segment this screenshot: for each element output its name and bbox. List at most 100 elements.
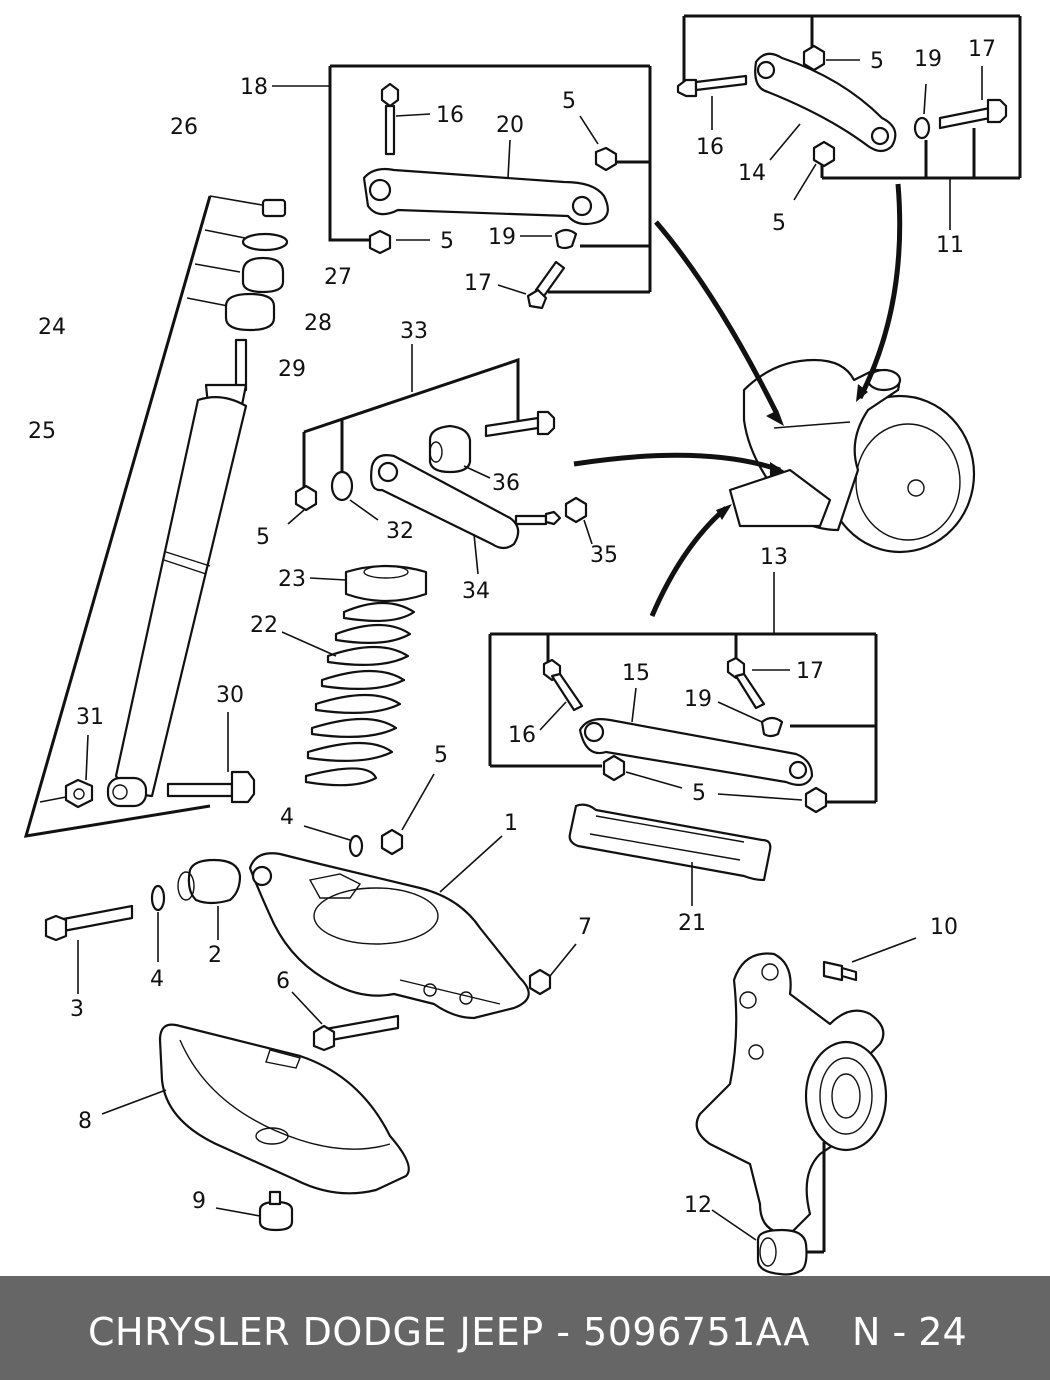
bushing-2 xyxy=(187,858,242,905)
nut-5-lower xyxy=(368,229,392,255)
label-9: 9 xyxy=(192,1189,206,1214)
label-19-box18: 19 xyxy=(488,225,516,250)
nut-5-box13-left xyxy=(602,754,626,782)
label-5-box13: 5 xyxy=(692,781,706,806)
label-28: 28 xyxy=(304,311,332,336)
arrows xyxy=(573,183,903,617)
label-5-box11-top: 5 xyxy=(870,49,884,74)
label-1: 1 xyxy=(504,811,518,836)
suspension-diagram: 1 2 3 4 4 5 6 7 8 9 10 11 12 13 14 15 16… xyxy=(23,14,1022,1276)
label-24: 24 xyxy=(38,315,66,340)
label-7: 7 xyxy=(578,915,592,940)
label-6: 6 xyxy=(276,969,290,994)
label-34: 34 xyxy=(462,579,490,604)
nut-5-arm xyxy=(380,828,404,856)
bolt-16-upper-head xyxy=(676,78,698,98)
label-25: 25 xyxy=(28,419,56,444)
bolt-17-upper-shank xyxy=(938,106,992,130)
label-5-arm: 5 xyxy=(434,743,448,768)
footer-page-number: N - 24 xyxy=(852,1310,967,1354)
callout-labels: 1 2 3 4 4 5 6 7 8 9 10 11 12 13 14 15 16… xyxy=(28,37,996,1218)
label-5-box33: 5 xyxy=(256,525,270,550)
nut-31 xyxy=(64,778,94,809)
label-16-box11: 16 xyxy=(696,135,724,160)
control-link-20 xyxy=(362,167,609,226)
washer-32 xyxy=(330,470,354,502)
label-35: 35 xyxy=(590,543,618,568)
label-14: 14 xyxy=(738,161,766,186)
control-link-15 xyxy=(578,718,814,787)
nut-7 xyxy=(528,968,552,996)
nut-5-box13-right xyxy=(804,786,828,814)
nut-5-box33 xyxy=(294,484,318,512)
label-11: 11 xyxy=(936,233,964,258)
label-29: 29 xyxy=(278,357,306,382)
label-36: 36 xyxy=(492,471,520,496)
lower-arm-group xyxy=(44,773,577,1052)
label-30: 30 xyxy=(216,683,244,708)
label-32: 32 xyxy=(386,519,414,544)
lower-control-arm-1 xyxy=(248,852,530,1020)
label-17-box18: 17 xyxy=(464,271,492,296)
control-link-14 xyxy=(754,52,897,153)
label-12: 12 xyxy=(684,1193,712,1218)
bolt-36-shank xyxy=(484,416,540,438)
label-19-box11: 19 xyxy=(914,47,942,72)
bolt-6-head xyxy=(312,1024,336,1052)
label-15: 15 xyxy=(622,661,650,686)
wheel-bearing-hub xyxy=(804,1040,888,1152)
bushing-36 xyxy=(428,424,472,474)
coil-spring-22 xyxy=(304,602,416,787)
label-26: 26 xyxy=(170,115,198,140)
bolt-30-shank xyxy=(166,782,234,798)
plug-9 xyxy=(258,1200,294,1232)
washer-19-lower xyxy=(760,716,784,738)
bushing-29 xyxy=(224,292,276,332)
label-33: 33 xyxy=(400,319,428,344)
nut-5-box11-top xyxy=(802,44,826,72)
control-link-34 xyxy=(370,454,520,550)
link-15-group xyxy=(488,572,878,814)
shock-absorber-group xyxy=(23,195,289,838)
label-2: 2 xyxy=(208,943,222,968)
bolt-30-head xyxy=(230,770,256,804)
nut-35 xyxy=(564,496,588,524)
link-14-group xyxy=(676,14,1022,230)
label-23: 23 xyxy=(278,567,306,592)
label-16-box13: 16 xyxy=(508,723,536,748)
label-21: 21 xyxy=(678,911,706,936)
bolt-16-upper-shank xyxy=(694,74,748,92)
nut-26 xyxy=(261,198,287,218)
bushing-28 xyxy=(241,256,285,294)
label-5-box18-lower: 5 xyxy=(440,229,454,254)
tie-bar-21 xyxy=(568,803,772,906)
washer-19-box11 xyxy=(913,116,931,140)
label-4-right: 4 xyxy=(280,805,294,830)
label-17-box11: 17 xyxy=(968,37,996,62)
coil-spring-group xyxy=(281,564,428,787)
link-20-group xyxy=(272,64,652,310)
label-22: 22 xyxy=(250,613,278,638)
washer-27 xyxy=(241,232,289,252)
bushing-12 xyxy=(756,1228,808,1276)
bolt-3-shank xyxy=(56,904,134,934)
bolt-3-head xyxy=(44,914,68,942)
washer-19 xyxy=(554,228,578,250)
bolt-17-lower-shank xyxy=(734,672,766,710)
bolt-16-shank xyxy=(384,104,396,156)
label-3: 3 xyxy=(70,997,84,1022)
nut-5-top xyxy=(594,146,618,172)
bolt-16-lower-shank xyxy=(550,672,584,712)
bolt-16-head xyxy=(380,82,400,108)
nut-5-box11-lower xyxy=(812,140,836,168)
washer-4-right xyxy=(348,834,364,858)
label-4-left: 4 xyxy=(150,967,164,992)
footer-brand-part-number: CHRYSLER DODGE JEEP - 5096751AA xyxy=(88,1310,810,1354)
label-27: 27 xyxy=(324,265,352,290)
bolt-17-head xyxy=(526,288,548,310)
bolt-17-upper-head xyxy=(986,98,1008,124)
label-18: 18 xyxy=(240,75,268,100)
bolt-10-head xyxy=(822,960,844,982)
label-31: 31 xyxy=(76,705,104,730)
label-16-box18: 16 xyxy=(436,103,464,128)
